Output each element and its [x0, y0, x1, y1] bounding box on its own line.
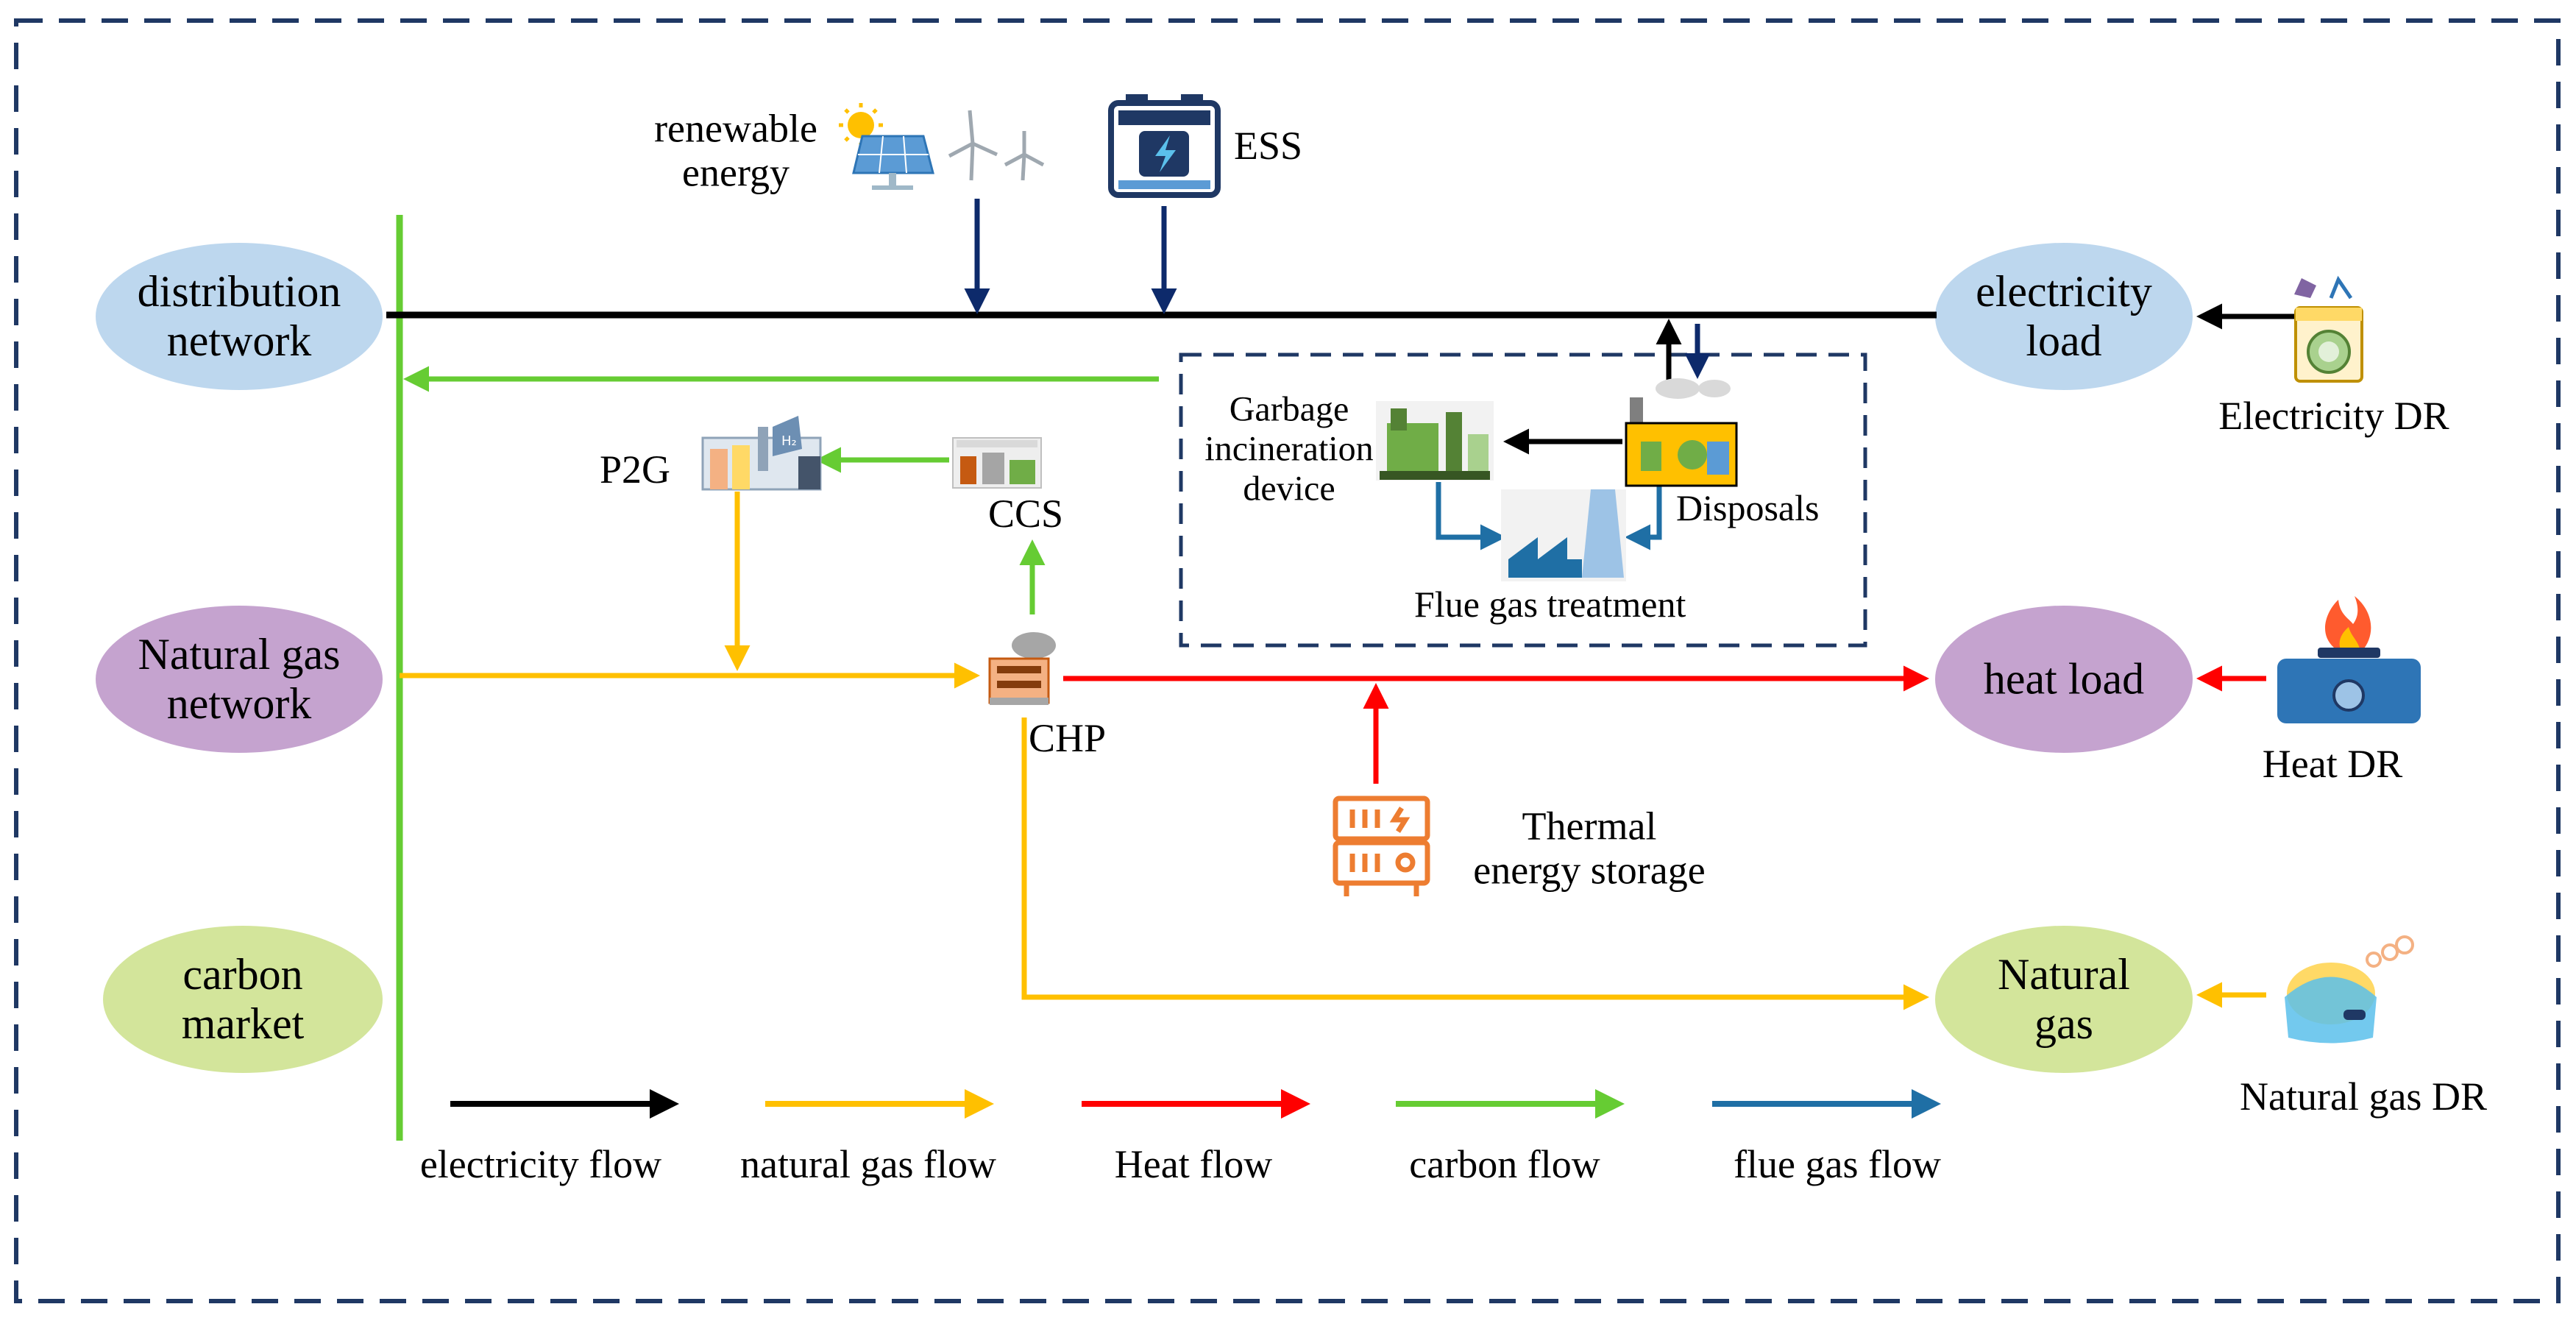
- thermal-storage-icon: [1333, 796, 1430, 896]
- battery-icon: [1108, 94, 1221, 198]
- heat-load-node: [1935, 606, 2193, 753]
- legend-gas-label: natural gas flow: [740, 1141, 996, 1186]
- ess-label: ESS: [1234, 124, 1303, 168]
- wind-turbine-icon: [948, 110, 1045, 181]
- flue-gas-treatment-label: Flue gas treatment: [1414, 584, 1686, 625]
- incinerator-icon: [1376, 401, 1494, 481]
- carbon-market-node: [103, 926, 383, 1073]
- svg-text:H₂: H₂: [781, 433, 797, 449]
- heat-load-label: heat load: [1983, 654, 2145, 704]
- humidifier-icon: [2285, 935, 2414, 1044]
- factory-icon: H₂: [701, 416, 822, 491]
- outer-frame: [14, 18, 2561, 1303]
- flue-gas-tower-icon: [1501, 489, 1626, 581]
- p2g-label: P2G: [600, 447, 671, 492]
- natural-gas-network-node: [96, 606, 383, 753]
- heat-dr-label: Heat DR: [2262, 741, 2403, 786]
- natural-gas-load-node: [1935, 926, 2193, 1073]
- solar-panel-icon: [852, 135, 934, 190]
- legend-heat-label: Heat flow: [1114, 1141, 1273, 1186]
- disposals-label: Disposals: [1676, 487, 1820, 528]
- legend-flue-label: flue gas flow: [1734, 1141, 1941, 1186]
- distribution-network-node: [96, 243, 383, 390]
- chp-plant-icon: [988, 632, 1056, 705]
- legend-carbon-label: carbon flow: [1409, 1141, 1600, 1186]
- ccs-label: CCS: [988, 492, 1064, 536]
- disposal-plant-icon: [1625, 378, 1738, 487]
- garbage-incineration-group: [1179, 352, 1867, 648]
- garbage-flue-arrow: [1436, 482, 1506, 550]
- chp-gas-line: [1021, 718, 1929, 1010]
- natural-gas-dr-label: Natural gas DR: [2240, 1074, 2487, 1119]
- legend-electricity-label: electricity flow: [419, 1141, 662, 1186]
- gas-stove-icon: [2277, 596, 2421, 723]
- electricity-dr-label: Electricity DR: [2218, 393, 2449, 438]
- disposal-flue-arrow: [1625, 486, 1662, 550]
- chp-label: CHP: [1029, 716, 1107, 760]
- electricity-load-node: [1935, 243, 2193, 390]
- ccs-plant-icon: [952, 437, 1042, 489]
- washing-machine-icon: [2294, 275, 2363, 383]
